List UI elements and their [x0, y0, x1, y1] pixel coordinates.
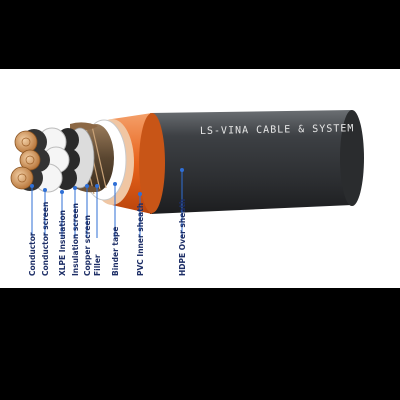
label-xlpe-insulation: XLPE Insulation [58, 210, 67, 276]
label-copper-screen: Copper screen [83, 215, 92, 276]
label-conductor-screen: Conductor screen [41, 202, 50, 276]
leader-lines [31, 170, 183, 238]
label-conductor: Conductor [28, 232, 37, 276]
label-filler: Filler [93, 254, 102, 276]
leader-dots [30, 168, 184, 196]
label-insulation-screen: Insulation screen [71, 203, 80, 276]
label-pvc-inner-sheath: PVC Inner sheath [136, 203, 145, 276]
hdpe-over-sheath-layer [150, 110, 364, 214]
brand-text: LS-VINA CABLE & SYSTEM [200, 123, 355, 137]
label-hdpe-over-sheath: HDPE Over sheath [178, 199, 187, 276]
label-binder-tape: Binder tape [111, 227, 120, 277]
conductor-layer [10, 130, 41, 190]
